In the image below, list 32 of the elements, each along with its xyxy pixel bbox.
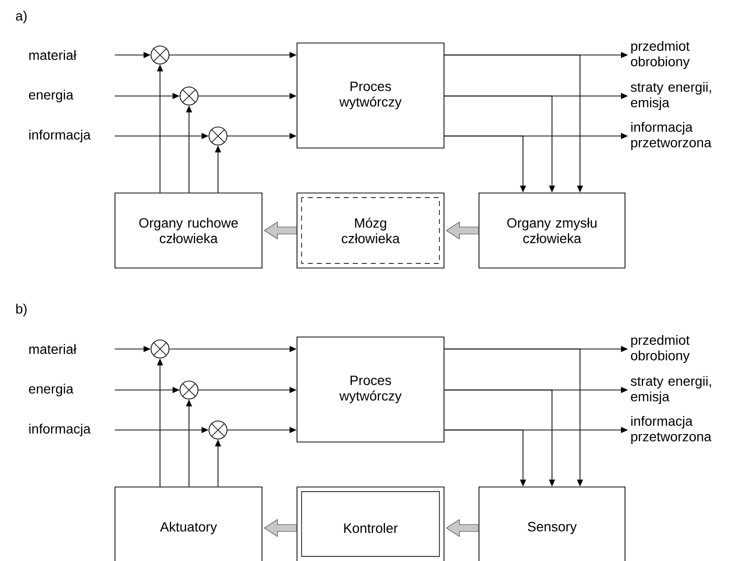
output-label: informacja przetworzona <box>631 122 712 150</box>
process-box: Proces wytwórczy <box>296 336 444 442</box>
output-label: straty energii, emisja <box>630 376 711 404</box>
process-box: Aktuatory <box>114 486 262 561</box>
output-label: przedmiot obrobiony <box>630 40 690 70</box>
process-box: Organy ruchowe człowieka <box>114 192 262 268</box>
panel-label: a) <box>16 10 27 24</box>
input-label: informacja <box>29 130 91 142</box>
panel-label: b) <box>16 304 27 316</box>
block-arrow <box>446 518 479 538</box>
process-box: Kontroler <box>296 486 444 561</box>
cross-circle <box>180 86 198 106</box>
output-label: straty energii, emisja <box>630 82 711 110</box>
cross-circle <box>208 420 228 440</box>
process-box: Organy zmysłu człowieka <box>478 192 626 268</box>
input-label: energia <box>29 90 74 102</box>
block-arrow <box>446 221 479 240</box>
block-arrow <box>264 518 297 538</box>
cross-circle <box>180 380 198 400</box>
process-box: Proces wytwórczy <box>296 42 444 148</box>
output-label: informacja przetworzona <box>631 416 712 444</box>
cross-circle <box>150 46 170 64</box>
cross-circle <box>208 126 228 146</box>
input-label: energia <box>29 384 74 396</box>
cross-circle <box>150 340 170 358</box>
output-label: przedmiot obrobiony <box>630 334 690 364</box>
input-label: informacja <box>29 424 91 436</box>
process-box: Mózg człowieka <box>296 192 444 268</box>
input-label: materiał <box>29 344 76 354</box>
input-label: materiał <box>29 50 76 60</box>
block-arrow <box>264 221 297 240</box>
process-box: Sensory <box>478 486 626 561</box>
